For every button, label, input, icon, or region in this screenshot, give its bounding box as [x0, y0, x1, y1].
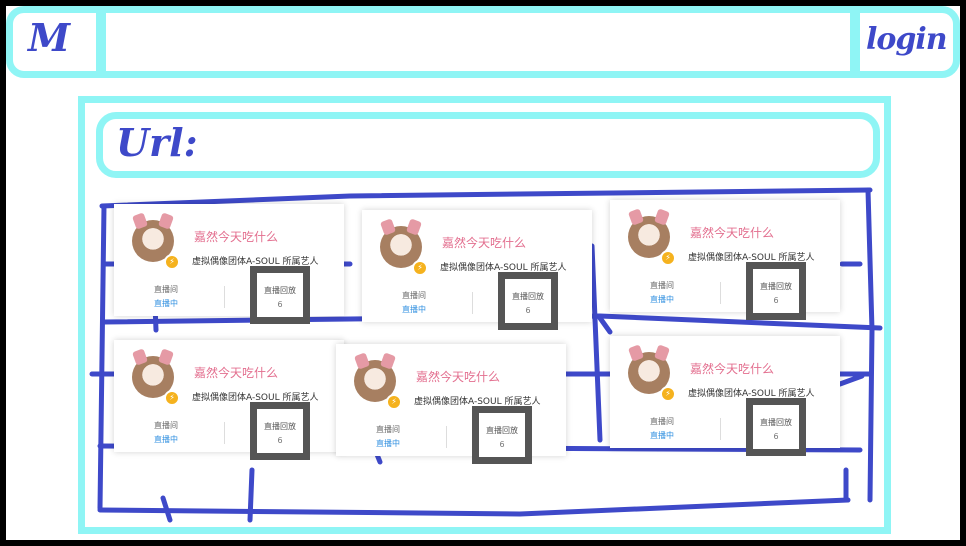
- divider: [720, 282, 721, 304]
- lightning-icon: ⚡: [164, 390, 180, 406]
- divider: [224, 286, 225, 308]
- streamer-card[interactable]: ⚡ 嘉然今天吃什么虚拟偶像团体A-SOUL 所属艺人直播间直播中 直播回放 6: [336, 344, 566, 464]
- lightning-icon: ⚡: [660, 386, 676, 402]
- menu-button[interactable]: M: [28, 15, 71, 60]
- lightning-icon: ⚡: [164, 254, 180, 270]
- streamer-name[interactable]: 嘉然今天吃什么: [690, 226, 775, 240]
- replay-label: 直播回放: [264, 422, 296, 431]
- replay-button[interactable]: 直播回放 6: [472, 406, 532, 464]
- replay-count: 6: [277, 300, 283, 309]
- replay-button[interactable]: 直播回放 6: [746, 262, 806, 320]
- replay-count: 6: [525, 306, 531, 315]
- top-navbar: [6, 6, 960, 78]
- live-room-label[interactable]: 直播间: [650, 281, 674, 290]
- replay-count: 6: [277, 436, 283, 445]
- replay-button[interactable]: 直播回放 6: [250, 266, 310, 324]
- streamer-description: 虚拟偶像团体A-SOUL 所属艺人: [688, 389, 815, 399]
- replay-button[interactable]: 直播回放 6: [250, 402, 310, 460]
- navbar-divider: [850, 12, 860, 76]
- live-status[interactable]: 直播中: [154, 299, 178, 308]
- lightning-icon: ⚡: [412, 260, 428, 276]
- streamer-card[interactable]: ⚡ 嘉然今天吃什么虚拟偶像团体A-SOUL 所属艺人直播间直播中 直播回放 6: [610, 200, 840, 320]
- url-bar[interactable]: [96, 112, 880, 178]
- live-status[interactable]: 直播中: [402, 305, 426, 314]
- live-status[interactable]: 直播中: [376, 439, 400, 448]
- url-label: Url:: [116, 120, 198, 165]
- replay-count: 6: [499, 440, 505, 449]
- streamer-name[interactable]: 嘉然今天吃什么: [416, 370, 501, 384]
- streamer-card[interactable]: ⚡ 嘉然今天吃什么虚拟偶像团体A-SOUL 所属艺人直播间直播中 直播回放 6: [114, 204, 344, 324]
- divider: [224, 422, 225, 444]
- live-status[interactable]: 直播中: [650, 295, 674, 304]
- streamer-description: 虚拟偶像团体A-SOUL 所属艺人: [192, 257, 319, 267]
- replay-label: 直播回放: [760, 282, 792, 291]
- live-room-label[interactable]: 直播间: [376, 425, 400, 434]
- streamer-name[interactable]: 嘉然今天吃什么: [442, 236, 527, 250]
- live-room-label[interactable]: 直播间: [402, 291, 426, 300]
- replay-label: 直播回放: [486, 426, 518, 435]
- replay-count: 6: [773, 432, 779, 441]
- live-room-label[interactable]: 直播间: [154, 421, 178, 430]
- replay-button[interactable]: 直播回放 6: [746, 398, 806, 456]
- login-button[interactable]: login: [866, 22, 948, 57]
- live-room-label[interactable]: 直播间: [650, 417, 674, 426]
- lightning-icon: ⚡: [660, 250, 676, 266]
- live-status[interactable]: 直播中: [154, 435, 178, 444]
- streamer-name[interactable]: 嘉然今天吃什么: [194, 230, 279, 244]
- streamer-card[interactable]: ⚡ 嘉然今天吃什么虚拟偶像团体A-SOUL 所属艺人直播间直播中 直播回放 6: [610, 336, 840, 456]
- streamer-description: 虚拟偶像团体A-SOUL 所属艺人: [414, 397, 541, 407]
- streamer-description: 虚拟偶像团体A-SOUL 所属艺人: [440, 263, 567, 273]
- divider: [720, 418, 721, 440]
- live-status[interactable]: 直播中: [650, 431, 674, 440]
- divider: [446, 426, 447, 448]
- streamer-card[interactable]: ⚡ 嘉然今天吃什么虚拟偶像团体A-SOUL 所属艺人直播间直播中 直播回放 6: [362, 210, 592, 330]
- lightning-icon: ⚡: [386, 394, 402, 410]
- streamer-description: 虚拟偶像团体A-SOUL 所属艺人: [192, 393, 319, 403]
- streamer-card[interactable]: ⚡ 嘉然今天吃什么虚拟偶像团体A-SOUL 所属艺人直播间直播中 直播回放 6: [114, 340, 344, 460]
- replay-label: 直播回放: [512, 292, 544, 301]
- replay-label: 直播回放: [760, 418, 792, 427]
- divider: [472, 292, 473, 314]
- streamer-name[interactable]: 嘉然今天吃什么: [194, 366, 279, 380]
- replay-label: 直播回放: [264, 286, 296, 295]
- streamer-description: 虚拟偶像团体A-SOUL 所属艺人: [688, 253, 815, 263]
- navbar-divider: [96, 12, 106, 76]
- replay-button[interactable]: 直播回放 6: [498, 272, 558, 330]
- replay-count: 6: [773, 296, 779, 305]
- live-room-label[interactable]: 直播间: [154, 285, 178, 294]
- streamer-name[interactable]: 嘉然今天吃什么: [690, 362, 775, 376]
